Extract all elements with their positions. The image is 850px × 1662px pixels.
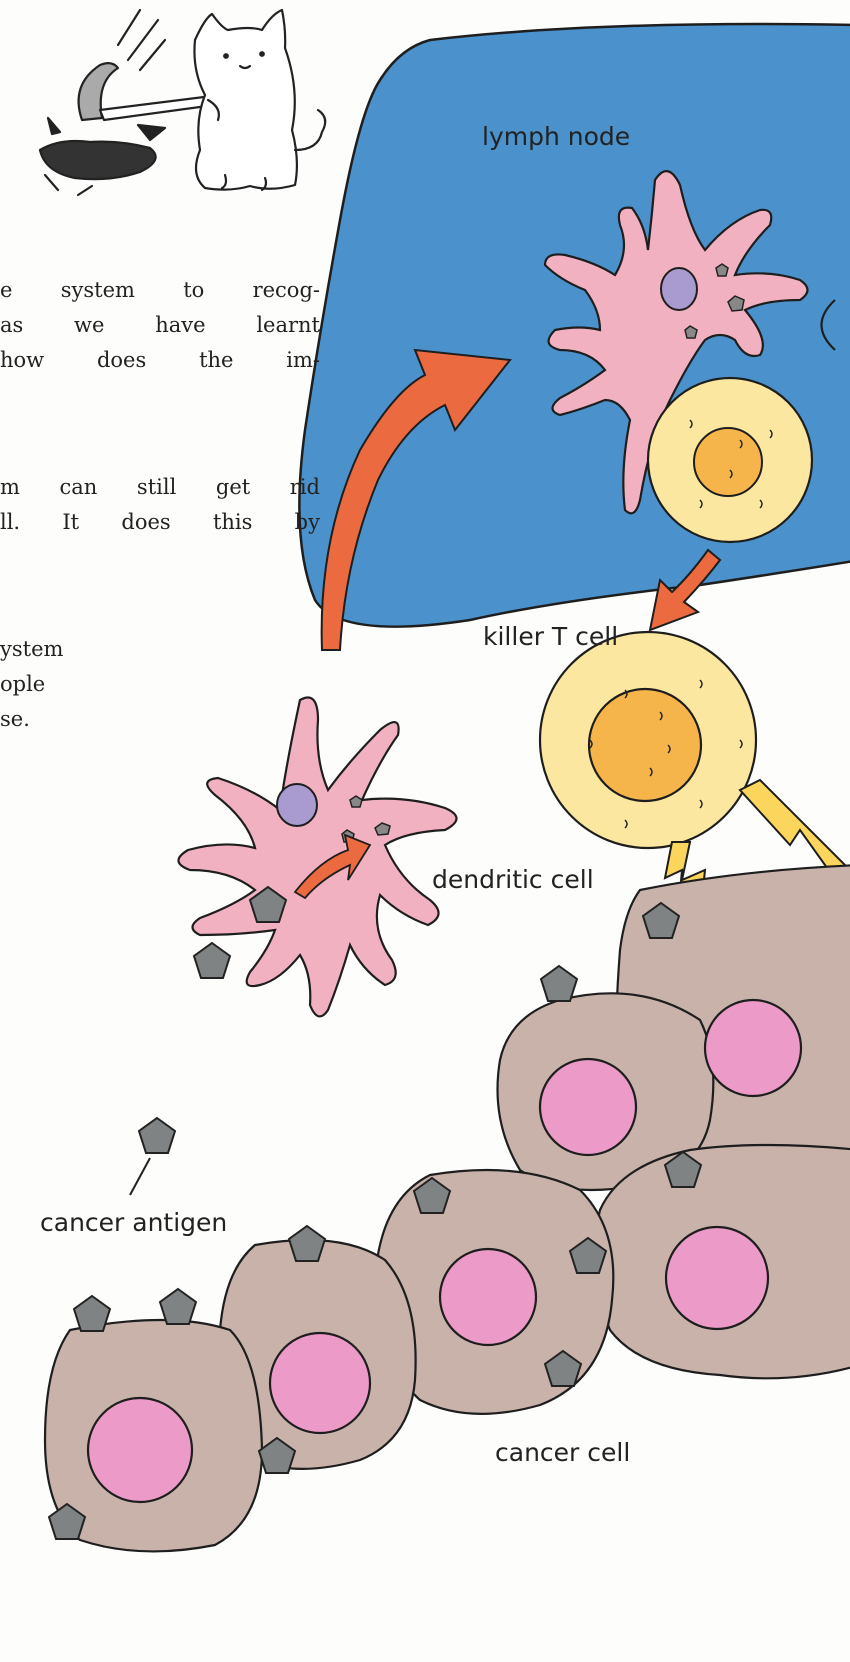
prose-line: ople [0,667,63,702]
prose-line: ll. It does this by [0,505,320,540]
cancer-antigen-label: cancer antigen [40,1208,227,1238]
dendritic-cell-label: dendritic cell [432,865,594,895]
free-antigen-2 [139,1118,175,1153]
lymph-t-cell [648,378,812,542]
prose-block-2: m can still get rid ll. It does this by [0,470,320,540]
lymph-node-label: lymph node [482,122,630,152]
prose-line: e system to recog- [0,273,320,308]
prose-block-3: ystem ople se. [0,632,63,737]
prose-line: as we have learnt [0,308,320,343]
cat-hammer-illustration [40,10,325,195]
antigen-pointer [130,1158,150,1195]
prose-line: how does the im- [0,343,320,378]
cancer-cell-label: cancer cell [495,1438,630,1468]
killer-t-cell [540,632,756,848]
free-antigen-1 [194,943,230,978]
lymph-node-shape [299,24,850,627]
prose-block-1: e system to recog- as we have learnt how… [0,273,320,378]
prose-line: ystem [0,632,63,667]
prose-line: se. [0,702,63,737]
prose-line: m can still get rid [0,470,320,505]
killer-t-cell-label: killer T cell [483,622,618,652]
